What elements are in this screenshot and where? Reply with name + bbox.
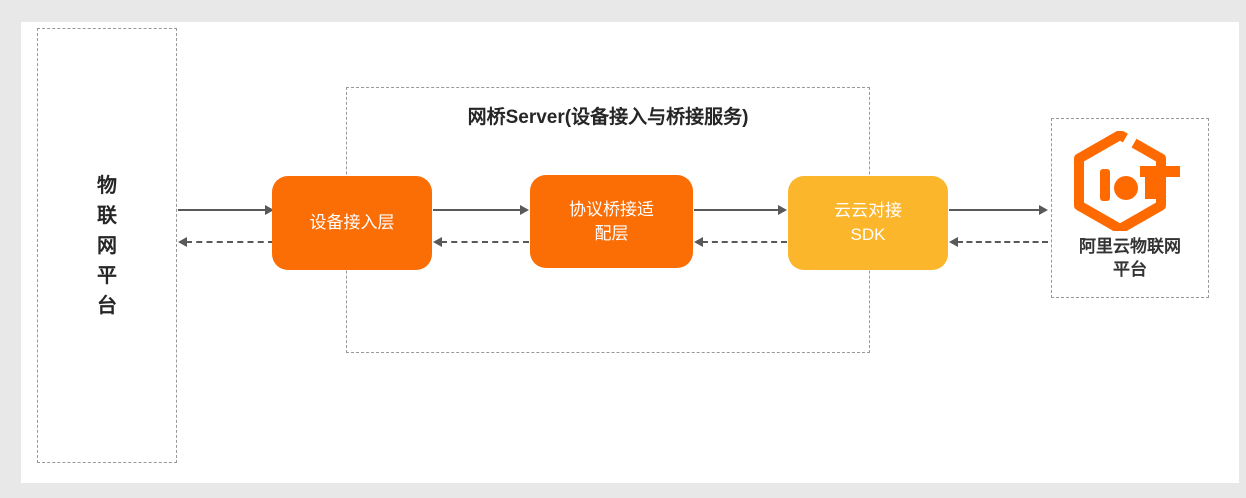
arrow-shaft-dashed bbox=[186, 241, 274, 243]
node-device-access-layer: 设备接入层 bbox=[272, 176, 432, 270]
node-protocol-bridge-adapter-layer: 协议桥接适 配层 bbox=[530, 175, 693, 268]
iot-platform-box: 物 联 网 平 台 bbox=[37, 28, 177, 463]
bridge-server-title: 网桥Server(设备接入与桥接服务) bbox=[467, 107, 749, 128]
arrow-shaft-dashed bbox=[441, 241, 529, 243]
aliyun-iot-logo-svg bbox=[1074, 131, 1180, 231]
logo-t-stem bbox=[1145, 166, 1157, 199]
arrow-shaft bbox=[433, 209, 521, 211]
arrow-back-sdk-to-adapter bbox=[694, 236, 787, 248]
arrow-forward-adapter-to-sdk bbox=[694, 204, 787, 216]
arrow-back-access-to-platform bbox=[178, 236, 274, 248]
aliyun-iot-logo-icon bbox=[1072, 129, 1188, 233]
arrow-forward-sdk-to-aliyun bbox=[949, 204, 1048, 216]
arrow-shaft-dashed bbox=[957, 241, 1048, 243]
arrowhead-right-icon bbox=[265, 205, 274, 215]
logo-o-circle bbox=[1114, 176, 1138, 200]
logo-t-bar bbox=[1140, 166, 1180, 177]
aliyun-iot-platform-label: 阿里云物联网 平台 bbox=[1079, 237, 1181, 279]
arrow-shaft bbox=[694, 209, 779, 211]
arrow-shaft bbox=[949, 209, 1040, 211]
arrowhead-left-icon bbox=[433, 237, 442, 247]
iot-platform-label: 物 联 网 平 台 bbox=[97, 174, 117, 317]
arrow-back-aliyun-to-sdk bbox=[949, 236, 1048, 248]
arrow-shaft bbox=[178, 209, 266, 211]
arrowhead-right-icon bbox=[778, 205, 787, 215]
arrowhead-left-icon bbox=[178, 237, 187, 247]
arrowhead-right-icon bbox=[520, 205, 529, 215]
arrow-forward-access-to-adapter bbox=[433, 204, 529, 216]
arrow-forward-platform-to-access bbox=[178, 204, 274, 216]
logo-i-bar bbox=[1100, 169, 1110, 201]
arrow-back-adapter-to-access bbox=[433, 236, 529, 248]
arrow-shaft-dashed bbox=[702, 241, 787, 243]
arrowhead-right-icon bbox=[1039, 205, 1048, 215]
aliyun-iot-platform-box: 阿里云物联网 平台 bbox=[1051, 118, 1209, 298]
arrowhead-left-icon bbox=[694, 237, 703, 247]
arrowhead-left-icon bbox=[949, 237, 958, 247]
node-cloud-cloud-sdk: 云云对接 SDK bbox=[788, 176, 948, 270]
